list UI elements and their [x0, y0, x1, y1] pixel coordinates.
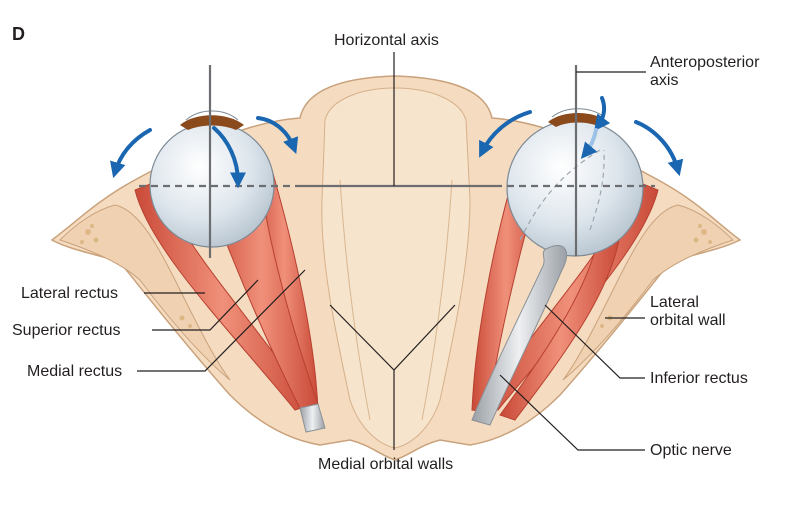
label-medial-orbital-walls: Medial orbital walls	[318, 456, 454, 473]
panel-letter: D	[12, 24, 25, 44]
leader-lines	[137, 52, 646, 451]
label-medial-rectus: Medial rectus	[27, 363, 123, 380]
label-lateral-rectus: Lateral rectus	[21, 285, 118, 302]
label-horizontal-axis: Horizontal axis	[334, 32, 439, 49]
label-lateral-orbital-wall-line1: Lateral	[650, 294, 699, 311]
orbital-bone	[50, 75, 742, 461]
label-lateral-orbital-wall-line2: orbital wall	[650, 312, 726, 329]
label-anteroposterior-axis-line1: Anteroposterior	[650, 54, 760, 71]
label-optic-nerve: Optic nerve	[650, 442, 732, 459]
label-anteroposterior-axis-line2: axis	[650, 72, 679, 89]
label-superior-rectus: Superior rectus	[12, 322, 121, 339]
rotation-arrows	[110, 96, 684, 189]
label-inferior-rectus: Inferior rectus	[650, 370, 748, 387]
axes	[139, 65, 655, 258]
